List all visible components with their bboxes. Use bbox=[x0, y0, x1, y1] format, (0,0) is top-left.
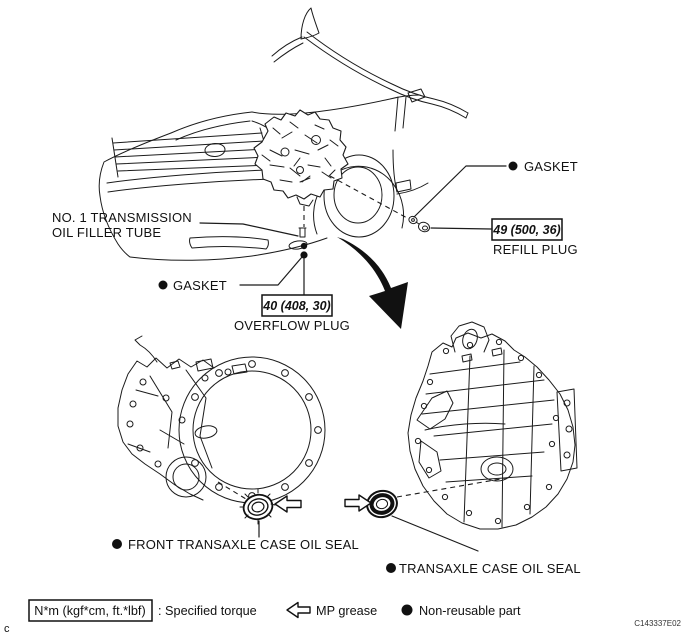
filler-tube-label-line1: NO. 1 TRANSMISSION bbox=[52, 210, 192, 225]
torque-value-refill: 49 (500, 36) bbox=[492, 223, 560, 237]
legend: N*m (kgf*cm, ft.*lbf) : Specified torque… bbox=[28, 599, 521, 622]
front-seal-label: FRONT TRANSAXLE CASE OIL SEAL bbox=[128, 537, 359, 552]
flow-arrow-icon bbox=[337, 237, 408, 329]
transaxle-oil-seal-part bbox=[366, 489, 398, 519]
corner-mark: c bbox=[4, 623, 10, 635]
mp-grease-arrow-icon bbox=[286, 601, 311, 619]
torque-box-refill bbox=[491, 218, 563, 241]
mp-grease-arrow-icon bbox=[274, 495, 302, 513]
gasket-rear-part bbox=[408, 215, 418, 225]
legend-grease-label: MP grease bbox=[316, 604, 377, 618]
overflow-plug-label: OVERFLOW PLUG bbox=[234, 318, 350, 333]
refill-plug-part bbox=[415, 221, 430, 233]
engine-unit-drawing bbox=[253, 109, 349, 207]
emblem bbox=[204, 142, 226, 158]
legend-torque-units: N*m (kgf*cm, ft.*lbf) bbox=[34, 604, 145, 618]
grille bbox=[111, 127, 273, 178]
non-reusable-icon bbox=[401, 604, 413, 616]
gasket-front-part bbox=[300, 242, 308, 250]
non-reusable-icon bbox=[112, 539, 122, 549]
projection-line-refill bbox=[329, 175, 410, 220]
legend-torque-label: : Specified torque bbox=[158, 604, 257, 618]
torque-value-overflow: 40 (408, 30) bbox=[262, 299, 330, 313]
gasket-front-leader bbox=[239, 256, 303, 286]
non-reusable-icon bbox=[386, 563, 396, 573]
legend-nonreusable-label: Non-reusable part bbox=[419, 604, 521, 618]
gasket-rear-label: GASKET bbox=[524, 159, 578, 174]
mp-grease-arrow-icon bbox=[344, 494, 372, 512]
non-reusable-icon bbox=[508, 161, 518, 171]
transaxle-case-drawing bbox=[396, 321, 578, 530]
filler-tube-label-line2: OIL FILLER TUBE bbox=[52, 225, 161, 240]
filler-tube-part bbox=[298, 227, 307, 238]
front-wheel bbox=[313, 154, 405, 238]
transaxle-seal-leader bbox=[391, 515, 479, 552]
refill-leader bbox=[430, 227, 492, 230]
side-mirror bbox=[407, 88, 426, 103]
figure-code: C143337E02 bbox=[634, 619, 681, 628]
transaxle-seal-label: TRANSAXLE CASE OIL SEAL bbox=[399, 561, 581, 576]
gasket-front-label: GASKET bbox=[173, 278, 227, 293]
filler-tube-leader bbox=[199, 222, 299, 237]
torque-box-overflow bbox=[261, 294, 333, 317]
non-reusable-icon bbox=[158, 280, 168, 290]
front-oil-seal-part bbox=[239, 488, 276, 525]
gasket-rear-leader bbox=[413, 165, 507, 218]
legend-torque-box bbox=[28, 599, 153, 622]
refill-plug-label: REFILL PLUG bbox=[493, 242, 578, 257]
front-transaxle-drawing bbox=[117, 335, 326, 504]
